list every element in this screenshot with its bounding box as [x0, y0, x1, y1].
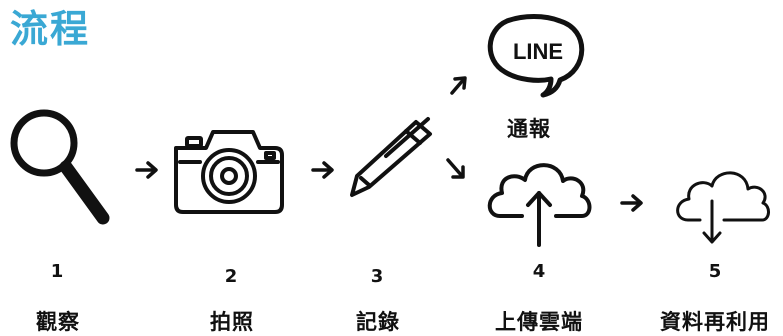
- step-number: 1: [50, 261, 64, 282]
- pen-icon: [350, 117, 432, 197]
- step-number: 3: [370, 266, 384, 287]
- cloud-upload-icon: [487, 163, 592, 247]
- step-label: 記錄: [356, 310, 400, 334]
- branch-label: 通報: [507, 117, 551, 141]
- step-number: 2: [224, 266, 238, 287]
- magnifier-icon: [10, 109, 110, 225]
- line-logo-text: LINE: [513, 39, 563, 64]
- step-label: 拍照: [210, 310, 254, 334]
- arrow-icon: [446, 158, 465, 179]
- step-label: 觀察: [36, 310, 80, 334]
- cloud-download-icon: [676, 171, 770, 244]
- diagram-title: 流程: [10, 7, 91, 51]
- step-label: 上傳雲端: [495, 310, 583, 334]
- step-number: 4: [532, 261, 546, 282]
- arrow-icon: [620, 194, 643, 212]
- camera-icon: [174, 130, 284, 214]
- step-label: 資料再利用: [660, 310, 770, 334]
- line-logo-icon: [487, 14, 585, 98]
- arrow-icon: [450, 76, 467, 95]
- arrow-icon: [311, 161, 334, 179]
- arrow-icon: [135, 161, 158, 179]
- step-number: 5: [708, 261, 722, 282]
